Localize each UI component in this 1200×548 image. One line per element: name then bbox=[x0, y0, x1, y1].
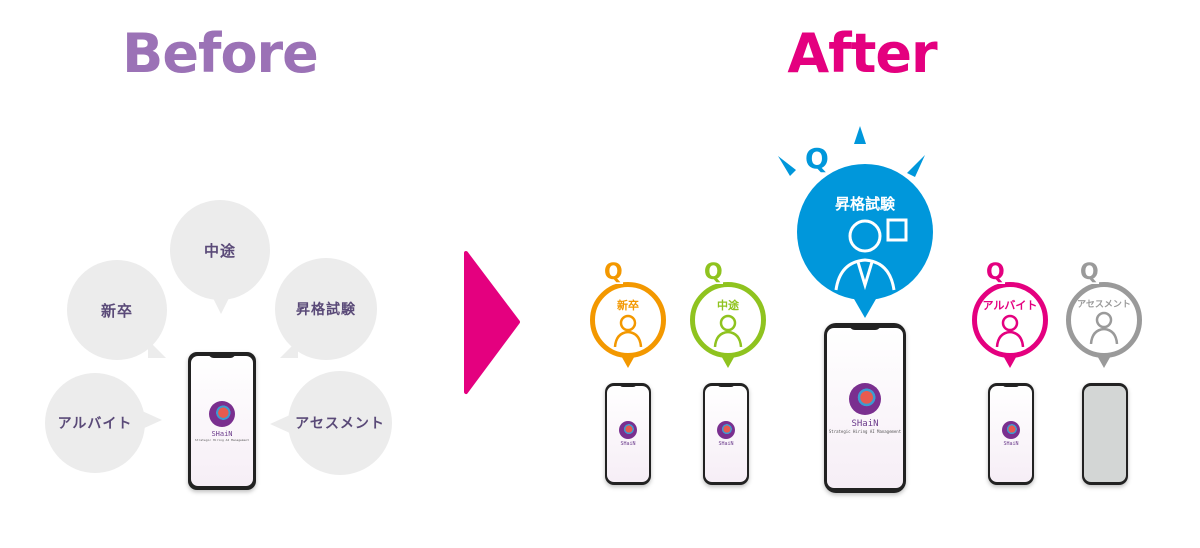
phone-chuto: SHaiN bbox=[703, 383, 749, 485]
phone-arubaito: SHaiN bbox=[988, 383, 1034, 485]
app-logo-icon bbox=[1002, 421, 1020, 439]
bubble-label: アセスメント bbox=[1077, 300, 1131, 310]
app-name: SHaiN bbox=[851, 418, 879, 429]
app-name: SHaiN bbox=[211, 429, 233, 438]
bubble-label: 新卒 bbox=[100, 301, 133, 320]
bubble-assessment: アセスメント bbox=[1066, 282, 1142, 358]
bubble-tail bbox=[212, 296, 230, 314]
bubble-tail bbox=[140, 410, 162, 430]
q-mark: Q bbox=[805, 142, 829, 175]
bubble-label: アルバイト bbox=[57, 416, 133, 432]
q-mark: Q bbox=[704, 260, 723, 285]
bubble-label: アルバイト bbox=[982, 299, 1038, 312]
bubble-shinsotsu: 新卒 bbox=[67, 260, 167, 360]
bubble-arubaito: アルバイト bbox=[45, 373, 145, 473]
app-name: SHaiN bbox=[620, 441, 636, 447]
bubble-label: アセスメント bbox=[295, 416, 385, 432]
person-icon bbox=[995, 314, 1025, 347]
bubble-chuto: 中途 bbox=[690, 282, 766, 358]
bubble-shinsotsu: 新卒 bbox=[590, 282, 666, 358]
bubble-label: 新卒 bbox=[617, 299, 639, 312]
arrow-right-icon bbox=[464, 251, 520, 394]
app-logo-icon bbox=[717, 421, 735, 439]
app-tagline: Strategic Hiring AI Management bbox=[194, 437, 250, 442]
bubble-label: 昇格試験 bbox=[834, 195, 895, 213]
app-name: SHaiN bbox=[718, 441, 734, 447]
bubble-chuto: 中途 bbox=[170, 200, 270, 300]
bubble-assessment: アセスメント bbox=[288, 371, 392, 475]
bubble-arubaito: アルバイト bbox=[972, 282, 1048, 358]
q-mark: Q bbox=[1080, 260, 1099, 285]
phone-large: SHaiN Strategic Hiring AI Management bbox=[824, 323, 906, 493]
before-title: Before bbox=[122, 22, 319, 85]
after-title: After bbox=[787, 22, 937, 85]
app-tagline: Strategic Hiring AI Management bbox=[828, 428, 902, 434]
bubble-label: 中途 bbox=[203, 241, 236, 260]
bubble-label: 昇格試験 bbox=[296, 302, 356, 318]
phone-assessment bbox=[1082, 383, 1128, 485]
q-mark: Q bbox=[604, 260, 623, 285]
app-logo-icon bbox=[619, 421, 637, 439]
person-icon bbox=[613, 314, 643, 347]
q-mark: Q bbox=[986, 260, 1005, 285]
bubble-tail bbox=[148, 340, 166, 358]
phone-before: SHaiN Strategic Hiring AI Management bbox=[188, 352, 256, 490]
person-icon bbox=[1089, 311, 1119, 344]
phone-shinsotsu: SHaiN bbox=[605, 383, 651, 485]
app-logo-icon bbox=[209, 400, 235, 427]
bubble-label: 中途 bbox=[717, 299, 739, 312]
bubble-tail bbox=[270, 414, 292, 434]
promotion-exam-bubble bbox=[778, 126, 933, 318]
bubble-tail bbox=[280, 340, 298, 358]
app-logo-icon bbox=[849, 382, 881, 415]
person-icon bbox=[713, 314, 743, 347]
app-name: SHaiN bbox=[1003, 441, 1019, 447]
